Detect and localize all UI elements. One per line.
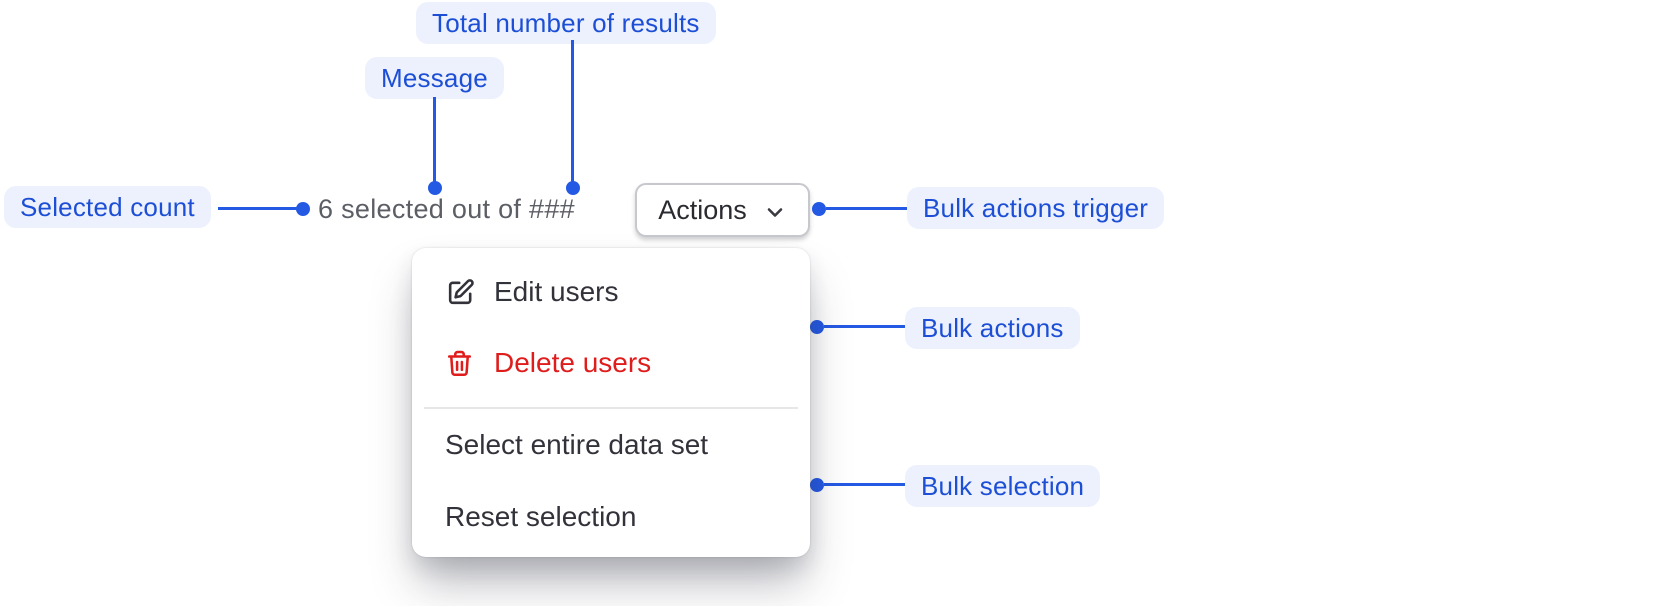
annotation-selected-count: Selected count xyxy=(4,186,211,228)
bulk-actions-menu: Edit users Delete users Select entire da… xyxy=(412,248,810,557)
connector-dot-message xyxy=(428,181,442,195)
connector-dot-bulk-actions-trigger xyxy=(812,202,826,216)
menu-item-label: Reset selection xyxy=(445,501,637,532)
connector-line-bulk-actions-trigger xyxy=(826,207,907,210)
menu-item-delete-users[interactable]: Delete users xyxy=(412,339,810,387)
connector-line-bulk-actions xyxy=(824,325,905,328)
edit-icon xyxy=(445,277,476,308)
selection-count-message: 6 selected out of ### xyxy=(318,194,575,224)
annotation-total-results: Total number of results xyxy=(416,2,716,44)
annotation-bulk-actions: Bulk actions xyxy=(905,307,1080,349)
actions-button-label: Actions xyxy=(658,194,747,225)
connector-line-total-results xyxy=(571,40,574,182)
connector-line-selected-count xyxy=(218,207,297,210)
connector-dot-bulk-actions xyxy=(810,320,824,334)
menu-item-label: Edit users xyxy=(494,276,619,307)
connector-line-message xyxy=(433,97,436,182)
connector-line-bulk-selection xyxy=(824,483,905,486)
connector-dot-bulk-selection xyxy=(810,478,824,492)
connector-dot-total-results xyxy=(566,181,580,195)
menu-item-label: Delete users xyxy=(494,347,652,378)
connector-dot-selected-count xyxy=(296,202,310,216)
menu-item-select-entire-data-set[interactable]: Select entire data set xyxy=(412,421,810,469)
menu-item-reset-selection[interactable]: Reset selection xyxy=(412,493,810,541)
chevron-down-icon xyxy=(763,197,787,224)
menu-divider xyxy=(424,407,798,409)
menu-item-label: Select entire data set xyxy=(445,429,709,460)
annotation-bulk-actions-trigger: Bulk actions trigger xyxy=(907,187,1165,229)
trash-icon xyxy=(445,348,476,379)
menu-item-edit-users[interactable]: Edit users xyxy=(412,268,810,316)
bulk-actions-trigger-button[interactable]: Actions xyxy=(635,183,810,237)
annotation-bulk-selection: Bulk selection xyxy=(905,465,1101,507)
annotation-message: Message xyxy=(365,57,504,99)
